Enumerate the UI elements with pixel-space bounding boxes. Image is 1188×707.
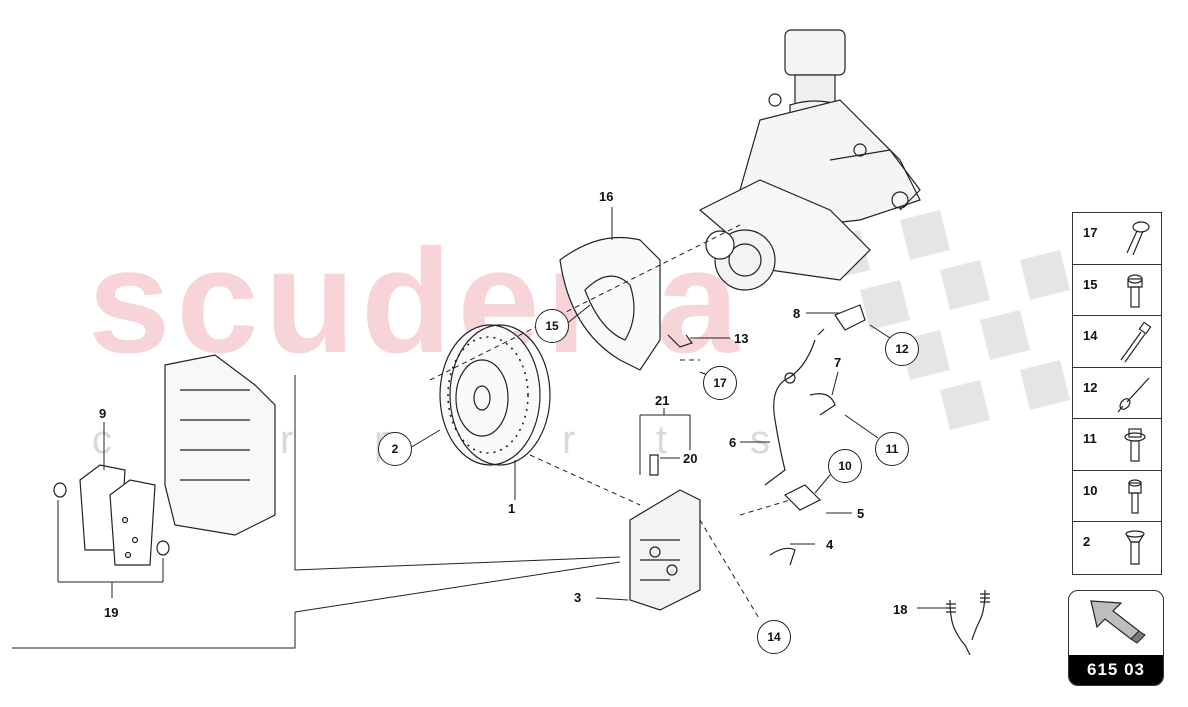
diagram-code: 615 03 — [1069, 655, 1163, 685]
arrow-icon — [1090, 600, 1146, 644]
callout-17-circle: 17 — [703, 366, 737, 400]
callout-10-circle: 10 — [828, 449, 862, 483]
callout-20: 20 — [683, 451, 698, 466]
brake-caliper — [629, 489, 701, 611]
checkered-flag-watermark — [820, 210, 1070, 430]
callout-15-circle: 15 — [535, 309, 569, 343]
countersunk-screw-icon — [1125, 530, 1145, 565]
bracket-7 — [809, 393, 836, 416]
sensor — [667, 334, 693, 348]
callout-8: 8 — [793, 306, 801, 321]
legend-number: 2 — [1083, 534, 1091, 549]
rivet-icon — [1117, 377, 1150, 412]
legend-row: 10 — [1073, 471, 1161, 522]
watermark-letter: c — [92, 418, 112, 462]
dust-shield — [559, 236, 661, 371]
callout-16: 16 — [599, 189, 614, 204]
fastener-legend: 17 15 14 12 11 10 2 — [1072, 212, 1162, 575]
legend-row: 17 — [1073, 213, 1161, 265]
screw-icon — [1126, 221, 1150, 256]
callout-18: 18 — [893, 602, 908, 617]
callout-4: 4 — [826, 537, 834, 552]
callout-11-circle: 11 — [875, 432, 909, 466]
legend-row: 2 — [1073, 522, 1161, 574]
diagram-navigation[interactable]: 615 03 — [1068, 590, 1164, 686]
callout-1: 1 — [508, 501, 516, 516]
legend-number: 17 — [1083, 225, 1098, 240]
callout-9: 9 — [99, 406, 107, 421]
callout-6: 6 — [729, 435, 737, 450]
callout-14-circle: 14 — [757, 620, 791, 654]
callout-21: 21 — [655, 393, 670, 408]
legend-number: 11 — [1083, 431, 1097, 446]
socket-bolt-icon — [1128, 478, 1142, 514]
suspension-assembly — [698, 29, 921, 291]
callout-5: 5 — [857, 506, 865, 521]
bracket-8 — [834, 304, 866, 331]
legend-number: 12 — [1083, 379, 1098, 395]
legend-number: 15 — [1083, 276, 1098, 292]
callout-2-circle: 2 — [378, 432, 412, 466]
brake-hose — [764, 339, 816, 486]
legend-row: 14 — [1073, 316, 1161, 368]
spring — [971, 589, 986, 641]
long-bolt-icon — [1120, 321, 1152, 363]
legend-row: 15 — [1073, 265, 1161, 316]
watermark-letter: t — [656, 418, 668, 462]
callout-12-circle: 12 — [885, 332, 919, 366]
flange-bolt-icon — [1124, 428, 1146, 462]
callout-13: 13 — [734, 331, 749, 346]
watermark-letter: s — [750, 418, 770, 462]
callout-3: 3 — [574, 590, 582, 605]
bracket-5 — [783, 484, 822, 511]
legend-number: 10 — [1083, 482, 1098, 498]
legend-number: 14 — [1083, 328, 1098, 343]
legend-row: 12 — [1073, 368, 1161, 419]
legend-row: 11 — [1073, 419, 1161, 471]
watermark-letter: r — [280, 418, 294, 462]
bolt-icon — [1127, 273, 1143, 308]
bleed-valve — [649, 454, 659, 476]
callout-7: 7 — [834, 355, 842, 370]
callout-19: 19 — [104, 605, 119, 620]
watermark-letter: r — [562, 418, 576, 462]
caliper-detail — [164, 354, 276, 536]
bracket-4 — [769, 547, 796, 566]
brake-pad — [109, 479, 156, 566]
